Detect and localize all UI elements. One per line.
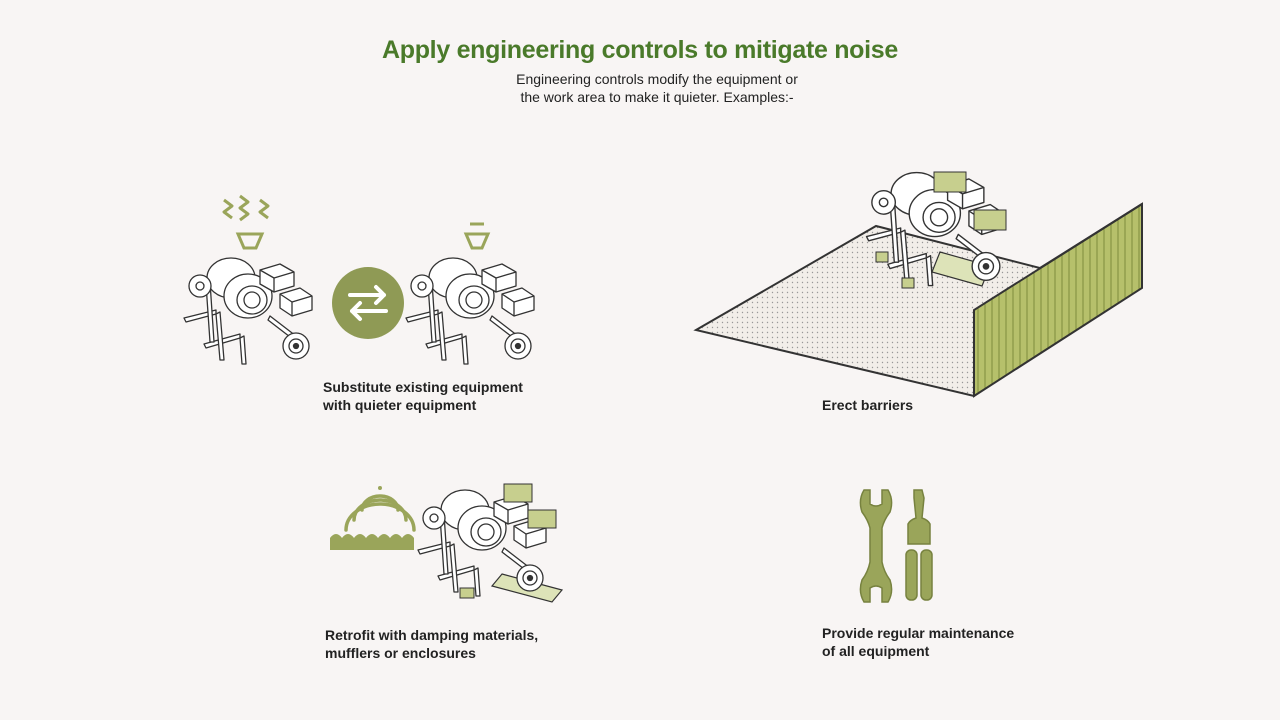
caption-maintenance-line-1: Provide regular maintenance (822, 625, 1015, 641)
foam-panel (330, 534, 414, 550)
caption-retrofit: Retrofit with damping materials, muffler… (325, 626, 538, 662)
caption-substitute-line-1: Substitute existing equipment (323, 379, 523, 395)
page-title: Apply engineering controls to mitigate n… (381, 36, 899, 64)
subtitle-line-2: the work area to make it quieter. Exampl… (520, 89, 794, 105)
loud-speaker-icon (235, 232, 265, 250)
noise-waves-icon (222, 194, 270, 222)
sound-waves-icon (344, 486, 416, 532)
caption-retrofit-line-1: Retrofit with damping materials, (325, 627, 539, 643)
caption-substitute: Substitute existing equipment with quiet… (323, 378, 523, 414)
swap-icon (332, 267, 404, 339)
caption-retrofit-line-2: mufflers or enclosures (325, 645, 476, 661)
barrier-icon (693, 171, 1143, 398)
caption-maintenance-line-2: of all equipment (822, 643, 930, 659)
barrier-wall (973, 202, 1143, 398)
noisy-mixer-illustration (183, 194, 313, 365)
wrench-icon (859, 489, 893, 603)
caption-barriers-line-1: Erect barriers (822, 397, 914, 413)
quiet-speaker-icon (463, 232, 491, 250)
damping-icon (330, 483, 564, 603)
caption-barriers: Erect barriers (822, 396, 913, 414)
page-subtitle: Engineering controls modify the equipmen… (440, 70, 874, 106)
screwdriver-icon (907, 489, 931, 545)
caption-substitute-line-2: with quieter equipment (323, 397, 477, 413)
quiet-mixer-illustration (405, 222, 535, 365)
subtitle-line-1: Engineering controls modify the equipmen… (516, 71, 798, 87)
caption-maintenance: Provide regular maintenance of all equip… (822, 624, 1014, 660)
tools-icon (859, 489, 933, 603)
